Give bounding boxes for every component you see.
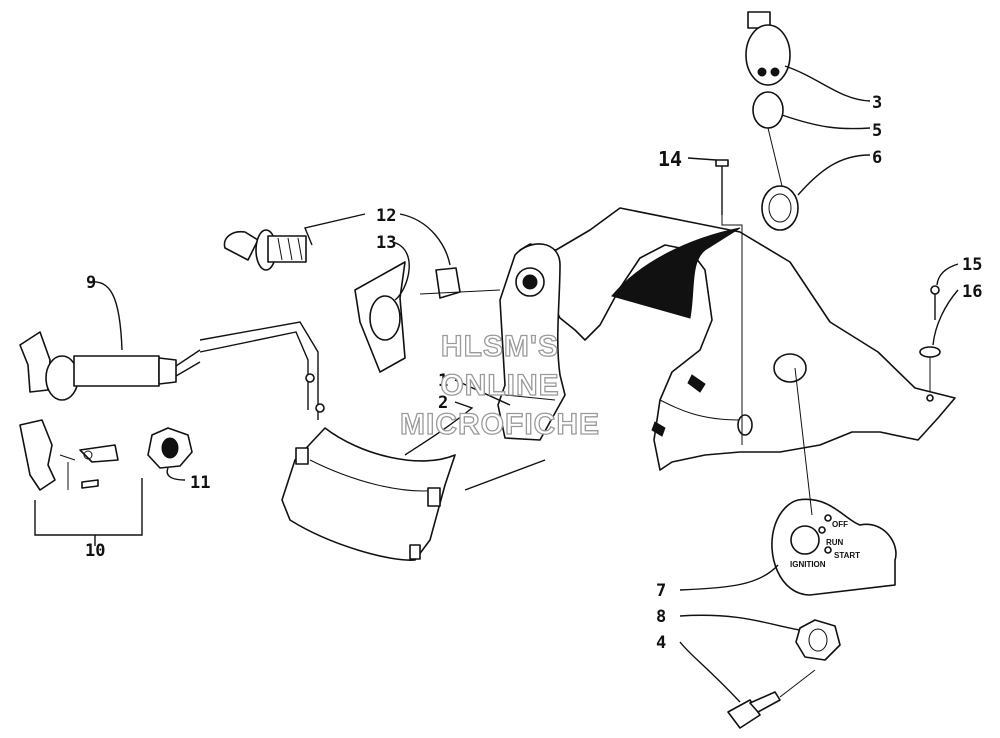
callout-3: 3 xyxy=(872,93,882,113)
switch-parts-3-5-6 xyxy=(745,11,799,231)
key-switch-9 xyxy=(19,321,325,420)
nut-11 xyxy=(147,427,193,469)
watermark-line-3: MICROFICHE xyxy=(400,408,600,441)
callout-13: 13 xyxy=(376,233,396,253)
ignition-label: IGNITION xyxy=(790,560,826,569)
callout-10: 10 xyxy=(85,541,105,561)
start-label: START xyxy=(834,551,860,560)
callout-6: 6 xyxy=(872,148,882,168)
console-housing xyxy=(519,207,956,471)
ignition-decal-7: OFF RUN START IGNITION xyxy=(771,367,897,596)
callout-14: 14 xyxy=(658,147,682,171)
callout-1: 1 xyxy=(438,371,448,391)
lever-kit-10 xyxy=(19,419,119,491)
callout-16: 16 xyxy=(962,282,982,302)
bracket-part-1 xyxy=(497,243,566,441)
mounting-plate-13 xyxy=(354,261,406,373)
off-label: OFF xyxy=(832,520,848,529)
callout-2: 2 xyxy=(438,393,448,413)
run-label: RUN xyxy=(826,538,844,547)
callout-9: 9 xyxy=(86,273,96,293)
lighter-socket-12 xyxy=(223,229,501,299)
watermark-line-2: ONLINE xyxy=(440,369,559,402)
callout-4: 4 xyxy=(656,633,666,653)
callout-7: 7 xyxy=(656,581,666,601)
leader-lines xyxy=(34,65,959,703)
watermark-line-1: HLSM'S xyxy=(441,330,559,363)
callout-11: 11 xyxy=(190,473,210,493)
screw-washer-15-16 xyxy=(919,285,941,392)
callout-8: 8 xyxy=(656,607,666,627)
callout-12: 12 xyxy=(376,206,396,226)
screw-14 xyxy=(715,159,743,445)
callout-numbers: 3 5 6 14 15 16 12 13 9 1 2 11 10 7 8 4 xyxy=(85,93,982,653)
nut-key-8-4 xyxy=(727,619,841,729)
watermark: HLSM'S ONLINE MICROFICHE xyxy=(399,329,600,441)
cover-part-2 xyxy=(281,427,546,561)
callout-5: 5 xyxy=(872,121,882,141)
callout-15: 15 xyxy=(962,255,982,275)
